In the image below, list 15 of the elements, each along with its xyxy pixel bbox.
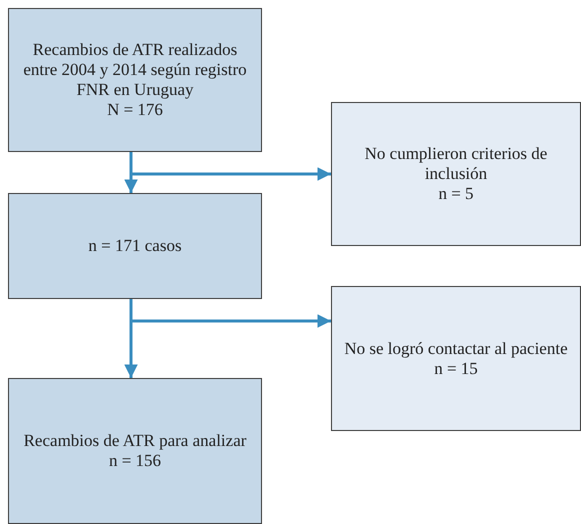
- arrow: [130, 299, 331, 328]
- box-text: n = 171 casos: [88, 236, 182, 256]
- box-text: No se logró contactar al paciente: [344, 338, 568, 358]
- box-text: n = 156: [108, 451, 162, 471]
- box-text: Recambios de ATR realizados entre 2004 y 2014 según registro FNR en Uruguay: [22, 40, 248, 100]
- process-box: [8, 8, 262, 152]
- process-box: [8, 193, 262, 299]
- box-text: N = 176: [107, 100, 163, 120]
- arrow: [130, 152, 331, 181]
- process-box: [8, 378, 262, 524]
- process-box: [331, 102, 581, 246]
- box-text: Recambios de ATR para analizar: [24, 431, 246, 451]
- process-box: [331, 286, 581, 431]
- box-text: n = 5: [438, 184, 474, 204]
- box-text: n = 15: [434, 358, 478, 378]
